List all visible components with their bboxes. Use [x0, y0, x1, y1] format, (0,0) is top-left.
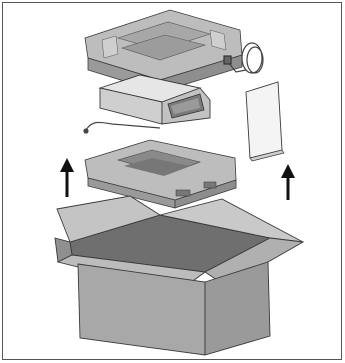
top-foam-insert [84, 9, 243, 93]
scale-unit [98, 74, 211, 125]
power-cable [223, 42, 264, 74]
cardboard-box [54, 195, 305, 356]
right-arrow [281, 164, 295, 200]
left-arrow [60, 158, 74, 197]
bottom-foam-insert [84, 139, 237, 209]
sensor-probe [83, 121, 161, 134]
manual-booklet [245, 81, 285, 162]
